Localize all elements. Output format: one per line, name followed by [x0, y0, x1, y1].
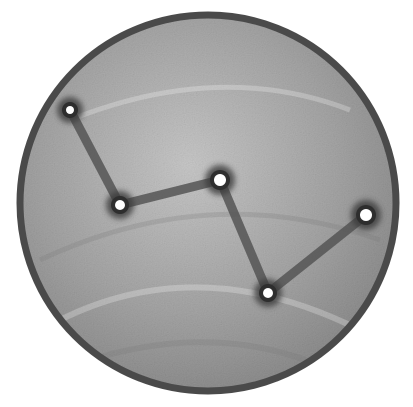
star-3: [205, 165, 235, 195]
star-1: [57, 97, 83, 123]
star-4: [254, 279, 282, 307]
star-2: [106, 191, 134, 219]
star-5: [351, 200, 381, 230]
